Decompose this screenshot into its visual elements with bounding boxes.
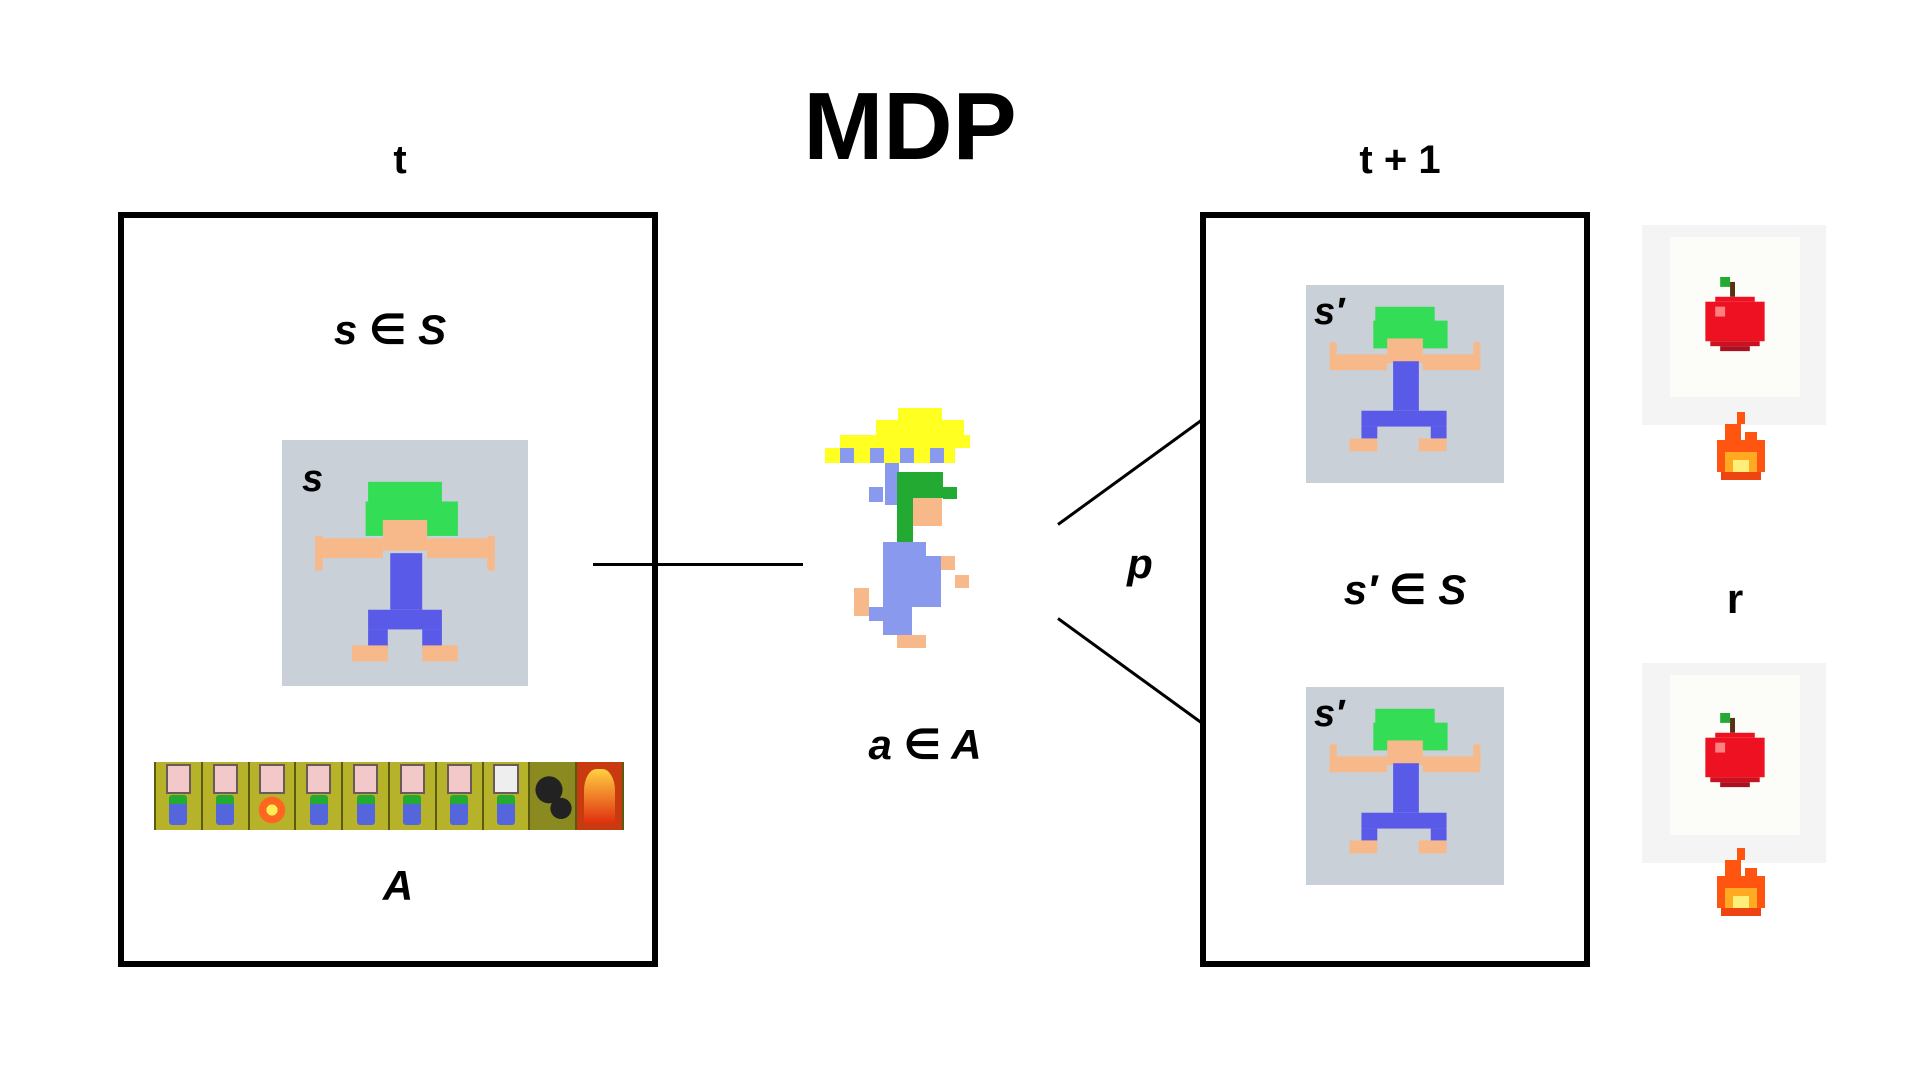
reward-label: r: [1726, 575, 1744, 622]
fire-icon: [1717, 848, 1765, 916]
skill-blocker-icon: [296, 762, 342, 830]
state-tile: s: [282, 440, 528, 686]
lemming-icon: [315, 481, 495, 662]
apple-icon: [1705, 277, 1765, 352]
diagram-title: MDP: [803, 73, 1017, 180]
skill-basher-icon: [389, 762, 435, 830]
next-state-tile-label-upper: s′: [1314, 291, 1345, 333]
skill-bomber-icon: [249, 762, 295, 830]
skill-miner-icon: [436, 762, 482, 830]
apple-icon: [1705, 713, 1765, 788]
transition-line-lower: [1057, 617, 1214, 732]
skill-digger-icon: [483, 762, 529, 830]
lemming-icon: [1329, 306, 1481, 452]
time-label-t: t: [393, 138, 407, 182]
time-label-t-plus-1: t + 1: [1359, 138, 1441, 182]
floater-lemming-icon: [825, 408, 970, 648]
fire-icon: [1717, 412, 1765, 480]
next-state-tile-label-lower: s′: [1314, 693, 1345, 735]
connector-state-action: [593, 563, 803, 566]
lemming-icon: [1329, 708, 1481, 854]
pause-paws-icon: [530, 762, 576, 830]
action-set-label: A: [382, 862, 414, 909]
skill-builder-icon: [343, 762, 388, 830]
state-tile-label: s: [302, 458, 324, 500]
next-state-tile-upper: s′: [1306, 285, 1504, 483]
next-state-tile-lower: s′: [1306, 687, 1504, 885]
nuke-icon: [577, 762, 622, 830]
state-set-label: s ∈ S: [333, 306, 447, 353]
skill-toolbar: [154, 762, 624, 830]
reward-tile-upper: [1642, 225, 1826, 425]
reward-tile-lower: [1642, 663, 1826, 863]
next-state-set-label: s′ ∈ S: [1343, 566, 1467, 613]
skill-floater-icon: [202, 762, 248, 830]
transition-label: p: [1127, 540, 1153, 587]
action-label: a ∈ A: [868, 721, 982, 768]
skill-climber-icon: [156, 762, 201, 830]
